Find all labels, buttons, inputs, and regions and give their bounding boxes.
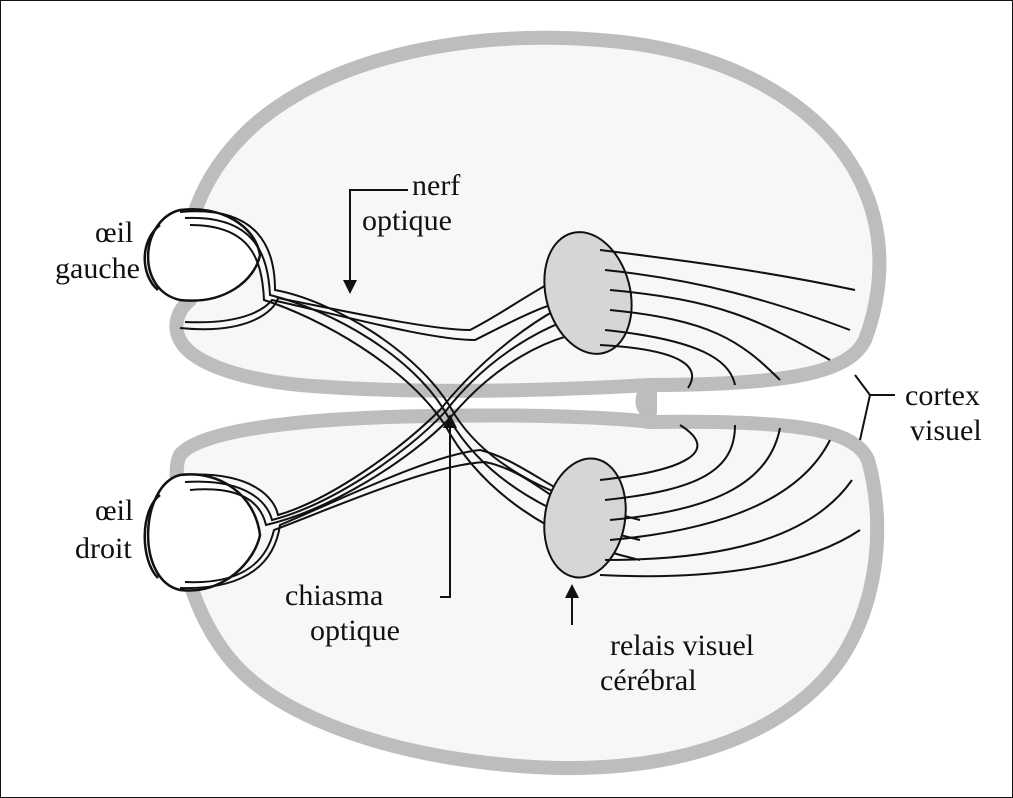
svg-text:cortex: cortex xyxy=(905,379,980,412)
visual-cortex-label: cortex visuel xyxy=(905,379,982,447)
svg-text:œil: œil xyxy=(95,494,133,527)
svg-text:gauche: gauche xyxy=(55,252,140,285)
svg-text:relais visuel: relais visuel xyxy=(610,629,754,662)
svg-text:visuel: visuel xyxy=(910,414,982,447)
right-hemisphere xyxy=(177,415,878,768)
left-hemisphere xyxy=(176,38,879,412)
svg-text:œil: œil xyxy=(95,216,133,249)
svg-text:chiasma: chiasma xyxy=(285,579,383,612)
right-eye-label: œil droit xyxy=(75,494,133,565)
svg-text:cérébral: cérébral xyxy=(600,664,697,697)
svg-text:optique: optique xyxy=(310,614,400,647)
svg-text:nerf: nerf xyxy=(412,169,460,202)
brain-outline xyxy=(176,38,879,768)
left-eye-label: œil gauche xyxy=(55,216,140,285)
svg-text:optique: optique xyxy=(362,204,452,237)
svg-text:droit: droit xyxy=(75,532,132,565)
